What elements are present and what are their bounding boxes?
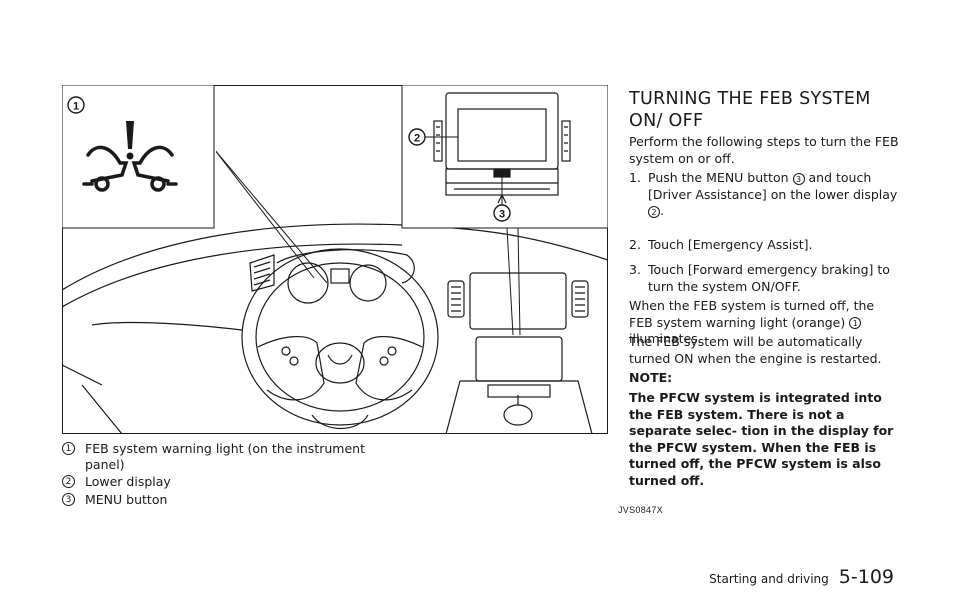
step-1-before: Push the MENU button bbox=[648, 170, 789, 185]
figure-illustration: 1 bbox=[61, 85, 663, 515]
footer-section: Starting and driving bbox=[709, 572, 829, 586]
legend-num-3: 3 bbox=[62, 493, 75, 506]
legend-item-1: 1 FEB system warning light (on the instr… bbox=[62, 441, 365, 475]
intro-paragraph: Perform the following steps to turn the … bbox=[629, 134, 899, 166]
legend-num-2: 2 bbox=[62, 475, 75, 488]
legend-text-3: MENU button bbox=[85, 492, 168, 507]
inset-warning-light: 1 bbox=[62, 85, 216, 229]
leader-line-1b bbox=[213, 148, 328, 284]
dashboard-drawing bbox=[61, 223, 609, 435]
off-paragraph: When the FEB system is turned off, the F… bbox=[629, 298, 899, 348]
off-para-ref-warning: 1 bbox=[849, 317, 862, 329]
callout-1-circle bbox=[67, 96, 85, 114]
feb-warning-icon bbox=[82, 145, 178, 192]
step-1-ref-display: 2 bbox=[648, 205, 660, 218]
step-1-num: 1. bbox=[629, 170, 641, 185]
leader-line-3 bbox=[517, 227, 521, 336]
callout-2-label: 2 bbox=[414, 133, 420, 145]
note-text: The PFCW system is integrated into the F… bbox=[629, 390, 894, 488]
step-2-text: Touch [Emergency Assist]. bbox=[648, 237, 813, 252]
leader-line-1 bbox=[213, 148, 315, 279]
step-1-middle: and touch [Driver Assistance] on the low… bbox=[648, 170, 898, 202]
restart-paragraph: The FEB system will be automatically tur… bbox=[629, 334, 882, 366]
section-title: TURNING THE FEB SYSTEM ON/ OFF bbox=[629, 89, 871, 131]
dashboard-illustration: 1 bbox=[61, 85, 609, 435]
legend-text-1: FEB system warning light (on the instrum… bbox=[85, 441, 365, 472]
step-1-after: . bbox=[660, 203, 664, 218]
off-para-before: When the FEB system is turned off, the F… bbox=[629, 298, 875, 330]
figure-code: JVS0847X bbox=[618, 505, 663, 515]
off-para-after: illuminates. bbox=[629, 331, 702, 346]
callout-1-label: 1 bbox=[73, 101, 79, 113]
menu-button-shape bbox=[493, 168, 511, 178]
step-2-num: 2. bbox=[629, 237, 641, 252]
page-number: 5-109 bbox=[838, 566, 894, 588]
upper-screen bbox=[457, 108, 547, 162]
callout-3-label: 3 bbox=[499, 209, 505, 221]
exclamation-dot bbox=[126, 152, 134, 160]
page-footer: Starting and driving 5-109 bbox=[709, 566, 894, 588]
legend-item-2: 2 Lower display bbox=[62, 474, 362, 492]
note-label: NOTE: bbox=[629, 370, 673, 385]
step-1-text: Push the MENU button 3 and touch [Driver… bbox=[648, 170, 899, 220]
leader-line-2 bbox=[506, 227, 514, 336]
step-1-ref-menu: 3 bbox=[792, 172, 805, 185]
legend-num-1: 1 bbox=[62, 442, 75, 455]
inset-center-display: 2 3 bbox=[401, 85, 608, 229]
exclamation-bar bbox=[126, 121, 134, 149]
legend-text-2: Lower display bbox=[85, 474, 171, 489]
legend-item-3: 3 MENU button bbox=[62, 492, 362, 510]
step-3-text: Touch [Forward emergency braking] to tur… bbox=[648, 262, 890, 294]
step-3-num: 3. bbox=[629, 262, 641, 277]
